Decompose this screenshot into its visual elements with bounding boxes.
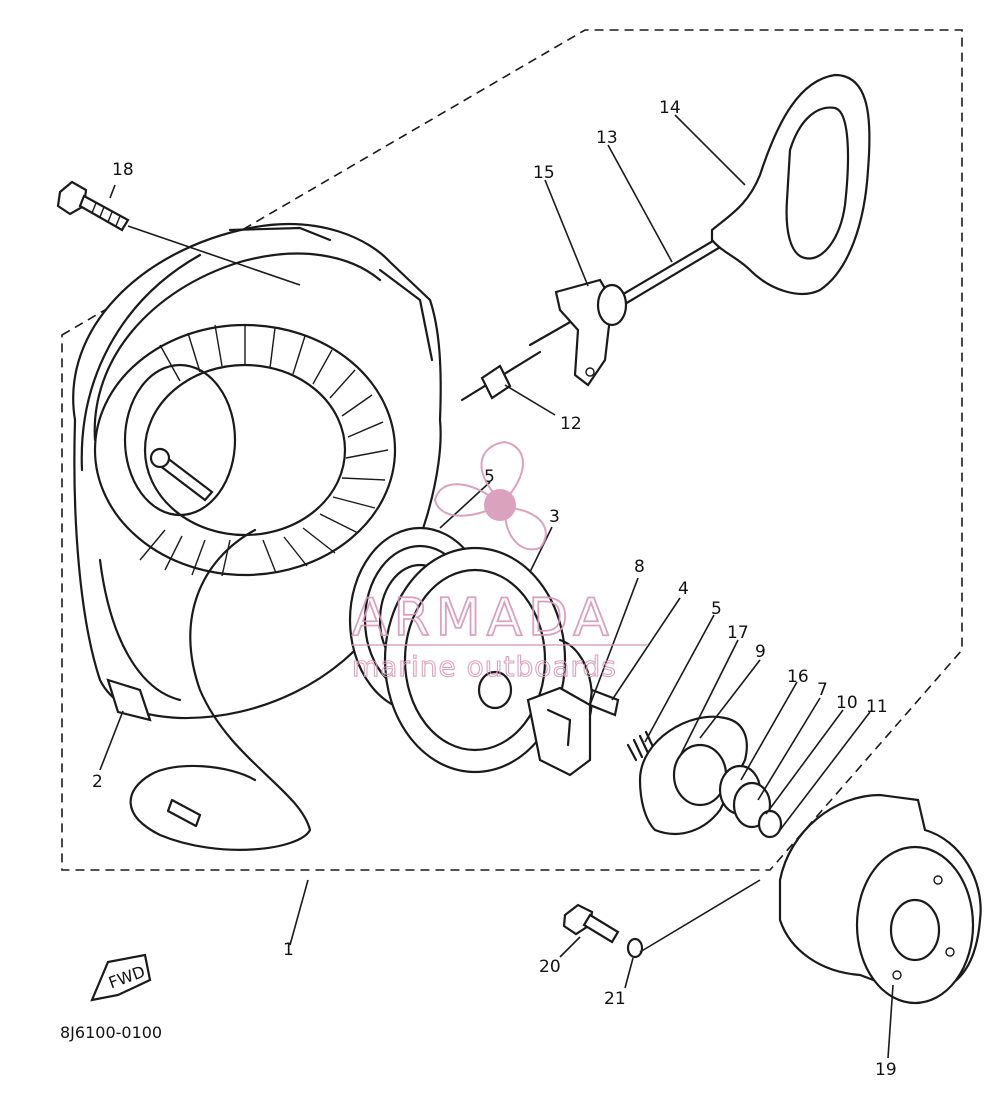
spring-5 (626, 730, 656, 762)
callout-numbers: 1 2 3 4 5 5 7 8 9 10 11 12 13 14 15 16 1… (92, 98, 897, 1080)
forward-direction-marker: FWD (90, 953, 152, 1002)
armada-watermark: ARMADA marine outboards (351, 440, 648, 684)
propeller-logo (433, 440, 547, 551)
callout-8: 8 (634, 557, 645, 577)
watermark-name: ARMADA (352, 588, 615, 648)
bolt-20 (562, 903, 644, 959)
callout-16: 16 (787, 667, 809, 687)
callout-5a: 5 (484, 467, 495, 487)
callout-5b: 5 (711, 599, 722, 619)
callout-13: 13 (596, 128, 618, 148)
callout-9: 9 (755, 642, 766, 662)
rewind-cover (778, 793, 982, 1005)
callout-2: 2 (92, 772, 103, 792)
leader-lines (99, 114, 894, 1059)
cable-bracket (554, 278, 628, 387)
pulley (348, 526, 593, 774)
washer-stack (718, 764, 783, 839)
callout-14: 14 (659, 98, 681, 118)
callout-1: 1 (283, 940, 294, 960)
drawing-code: 8J6100-0100 (60, 1023, 162, 1042)
callout-20: 20 (539, 957, 561, 977)
callout-10: 10 (836, 693, 858, 713)
callout-15: 15 (533, 163, 555, 183)
callout-18: 18 (112, 160, 134, 180)
watermark-tagline: marine outboards (352, 650, 617, 683)
starter-rope (129, 528, 312, 851)
callout-21: 21 (604, 989, 626, 1009)
callout-7: 7 (817, 680, 828, 700)
bolt-18 (56, 180, 130, 232)
drive-pawl (526, 686, 620, 777)
callout-4: 4 (678, 579, 689, 599)
callout-12: 12 (560, 414, 582, 434)
assembly-boundary (61, 29, 963, 871)
start-handle (710, 73, 871, 295)
callout-11: 11 (866, 697, 888, 717)
callout-19: 19 (875, 1060, 897, 1080)
callout-3: 3 (549, 507, 560, 527)
starter-cable (460, 236, 724, 402)
callout-17: 17 (727, 623, 749, 643)
